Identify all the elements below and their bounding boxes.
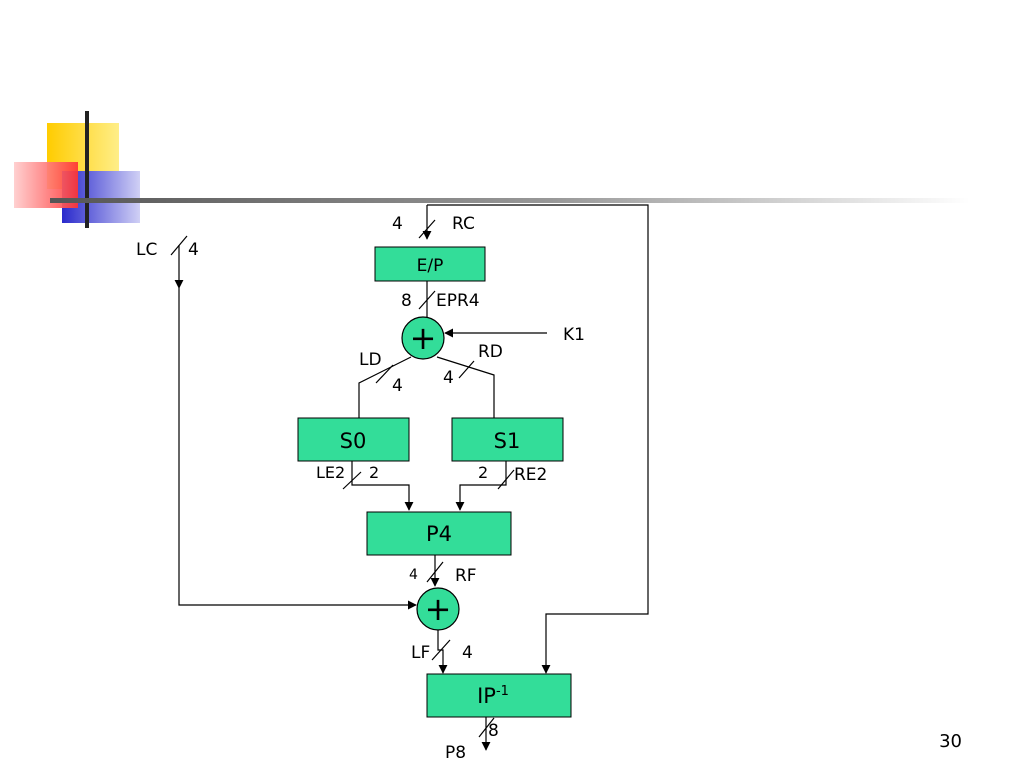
block-s0-label: S0 <box>340 429 367 453</box>
block-s1-label: S1 <box>494 429 521 453</box>
deco-vertical-rule <box>85 111 89 228</box>
slash-epr <box>418 290 436 310</box>
xor-bottom[interactable]: + <box>416 587 460 631</box>
block-ip-inverse-label: IP-1 <box>477 684 509 708</box>
blocks: E/P S0 S1 P4 IP-1 <box>297 246 572 718</box>
slide-decoration <box>14 111 970 228</box>
block-p4-label: P4 <box>426 522 452 546</box>
label-ld-width: 4 <box>392 376 403 396</box>
wire-rc-loop <box>427 204 649 674</box>
block-ep-label: E/P <box>417 256 444 276</box>
slash-lf <box>431 639 451 661</box>
slash-rd <box>458 360 475 379</box>
block-p4[interactable]: P4 <box>366 511 512 556</box>
label-ld: LD <box>359 350 382 370</box>
wire-ld <box>358 356 412 418</box>
xor-top-circle <box>401 316 445 360</box>
label-rf: RF <box>455 566 477 586</box>
slash-re2 <box>497 469 515 490</box>
slash-lc <box>170 235 188 256</box>
label-re2-width: 2 <box>478 463 488 482</box>
label-rc-width: 4 <box>392 214 403 234</box>
bus-width-slashes <box>170 219 515 738</box>
label-lc-width: 4 <box>188 240 199 260</box>
label-epr-width: 8 <box>401 291 412 311</box>
xor-bottom-circle <box>416 587 460 631</box>
label-p8: P8 <box>445 743 466 763</box>
slash-le2 <box>342 471 362 490</box>
operators: + + <box>401 316 460 631</box>
label-k1: K1 <box>563 325 585 345</box>
label-le2: LE2 <box>316 463 345 482</box>
block-ip-inverse[interactable]: IP-1 <box>426 673 572 718</box>
slash-rc <box>418 219 436 239</box>
block-p4-box <box>366 511 512 556</box>
deco-horizontal-rule <box>50 198 970 203</box>
block-ep-box <box>374 246 486 282</box>
label-p8-width: 8 <box>488 721 499 741</box>
slash-p8 <box>478 717 495 738</box>
xor-bottom-symbol: + <box>425 590 452 628</box>
label-rf-width: 4 <box>409 567 418 583</box>
block-s0[interactable]: S0 <box>297 417 410 462</box>
wires <box>174 204 649 751</box>
label-lf: LF <box>411 643 430 663</box>
block-ip-base: IP <box>477 684 496 708</box>
page-number: 30 <box>939 731 962 752</box>
block-s1-box <box>451 417 564 462</box>
slash-rf <box>426 561 444 583</box>
label-epr: EPR4 <box>436 291 480 311</box>
signal-labels: 4 RC LC 4 8 EPR4 K1 LD 4 RD 4 LE2 2 2 RE… <box>136 214 585 763</box>
label-re2: RE2 <box>514 465 547 485</box>
label-le2-width: 2 <box>369 463 379 482</box>
wire-le2 <box>351 461 414 511</box>
block-s0-box <box>297 417 410 462</box>
label-rc: RC <box>452 214 475 234</box>
xor-top[interactable]: + <box>401 316 445 360</box>
block-ep[interactable]: E/P <box>374 246 486 282</box>
label-rd: RD <box>478 342 503 362</box>
slash-ld <box>375 364 394 384</box>
wire-lf <box>437 630 448 674</box>
wire-rd <box>436 356 495 418</box>
wire-lc-to-xor <box>178 288 417 610</box>
wire-re2 <box>455 461 507 511</box>
xor-top-symbol: + <box>410 319 437 357</box>
label-rd-width: 4 <box>443 368 454 388</box>
block-ip-inverse-box <box>426 673 572 718</box>
block-ip-superscript: -1 <box>496 684 509 699</box>
label-lf-width: 4 <box>462 643 473 663</box>
label-lc: LC <box>136 240 157 260</box>
block-s1[interactable]: S1 <box>451 417 564 462</box>
